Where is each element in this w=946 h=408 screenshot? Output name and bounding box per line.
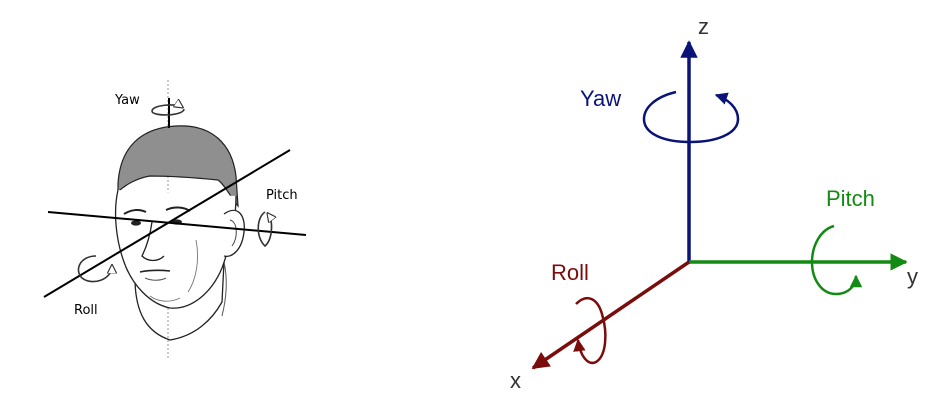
neck-shape	[134, 261, 225, 341]
pitch-rotation-arrow	[810, 224, 863, 296]
yaw-label: Yaw	[580, 86, 621, 111]
chin-line	[149, 295, 181, 302]
z-axis-label: z	[698, 14, 709, 39]
roll-label: Roll	[74, 303, 98, 318]
coordinate-axes-panel: z y x Yaw Pitch Roll	[510, 14, 918, 393]
yaw-rotation-arrow	[642, 90, 740, 144]
ear-shape	[223, 209, 245, 257]
rotation-arrow-icon	[77, 105, 271, 283]
yaw-rotation-arrow	[151, 105, 185, 116]
roll-rotation-arrow	[77, 255, 112, 283]
x-axis-line	[531, 260, 690, 370]
pitch-rotation-arrow	[257, 211, 271, 248]
pitch-label: Pitch	[266, 188, 298, 203]
human-head-icon	[114, 125, 245, 341]
head-orientation-panel: Yaw Pitch Roll	[43, 80, 307, 358]
pitch-label: Pitch	[826, 186, 875, 211]
roll-label: Roll	[551, 260, 589, 285]
cheek-line	[187, 239, 199, 293]
yaw-label: Yaw	[114, 93, 140, 108]
pitch-axis-line	[47, 211, 307, 236]
roll-axis-line	[43, 149, 291, 298]
x-axis-label: x	[510, 368, 521, 393]
mouth-shape	[139, 269, 171, 273]
neck-side-shape	[221, 261, 227, 317]
y-axis-label: y	[907, 264, 918, 289]
lower-lip-shape	[144, 277, 167, 281]
ear-inner-shape	[229, 219, 237, 247]
left-eyebrow	[123, 208, 147, 215]
left-eye	[131, 220, 141, 226]
roll-rotation-arrow	[573, 296, 607, 365]
